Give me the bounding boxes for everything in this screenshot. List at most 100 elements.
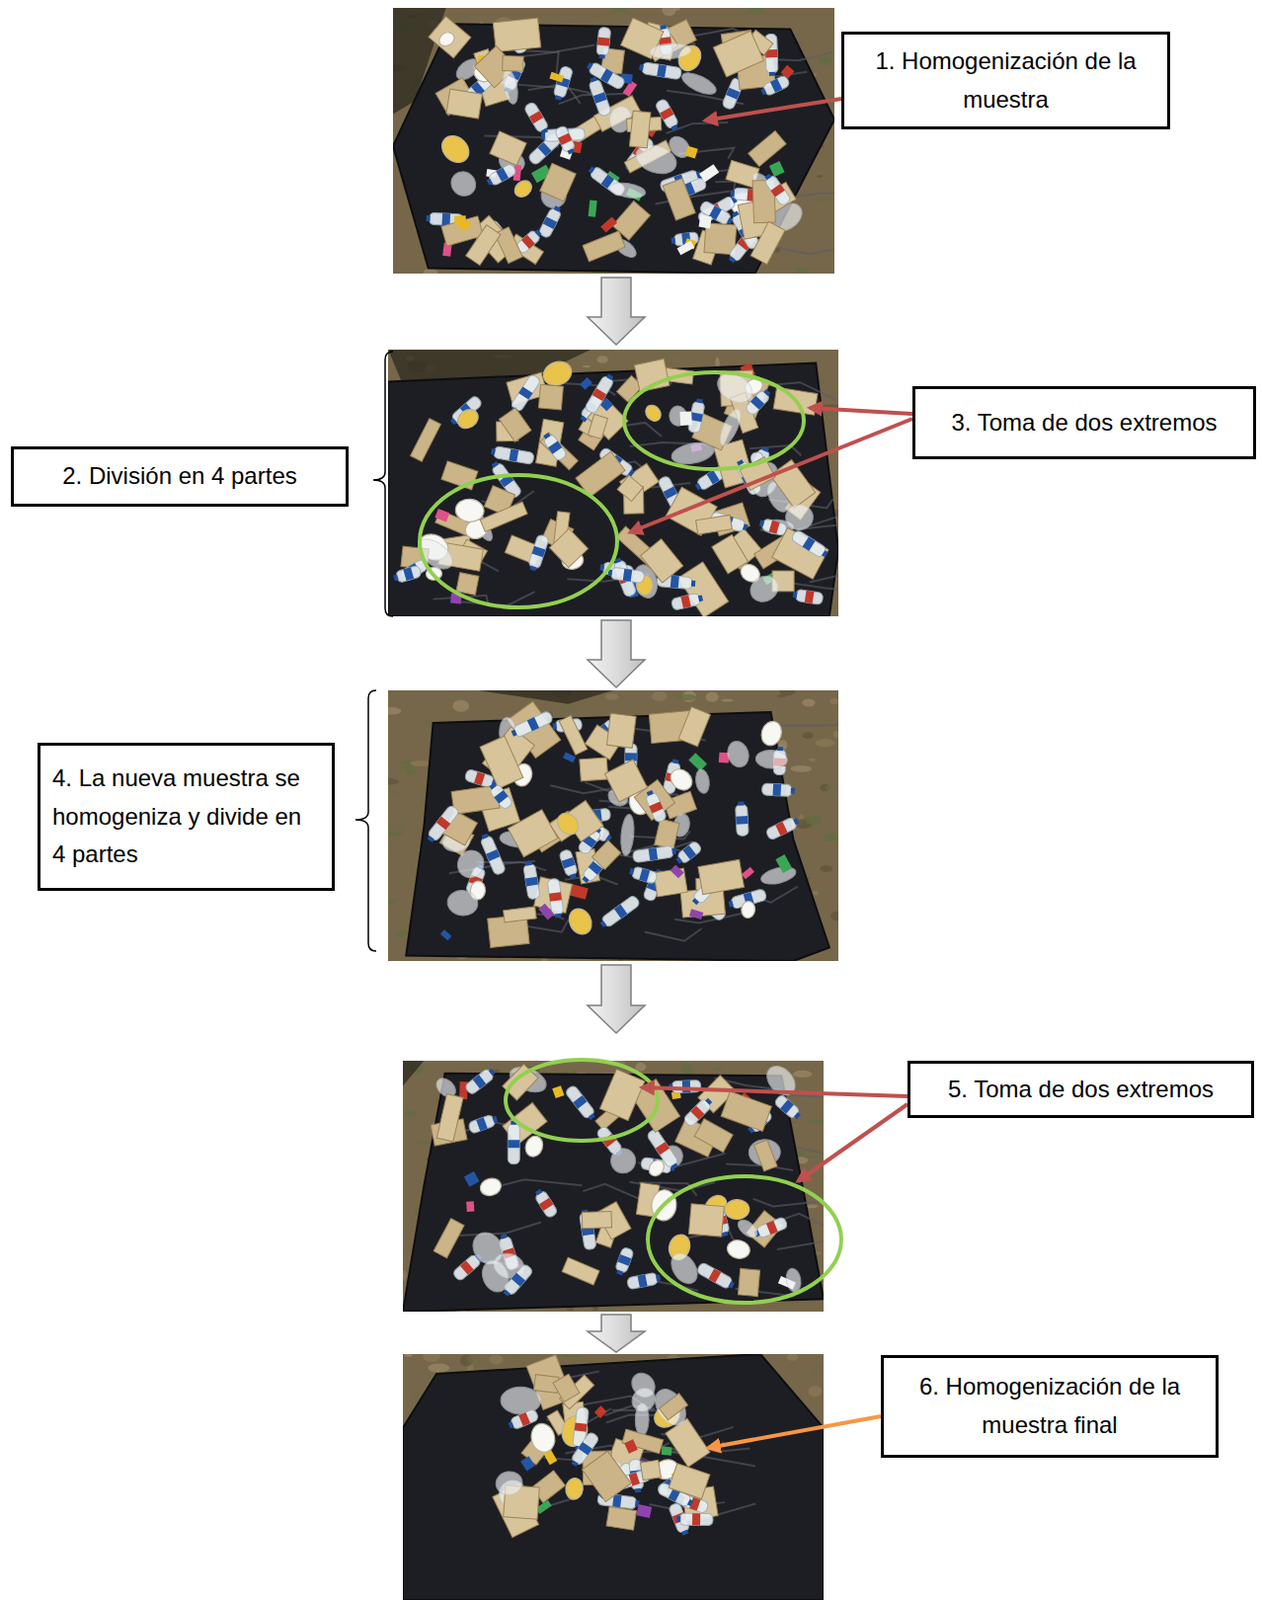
plate [477, 1176, 503, 1198]
bottle-body [534, 1189, 558, 1219]
soil-speck [651, 691, 667, 702]
cardboard-shape [654, 818, 680, 849]
cardboard-shape [466, 225, 501, 266]
bag-shape [494, 1469, 524, 1497]
bottle-cap [426, 215, 431, 222]
cardboard-piece [696, 514, 733, 535]
wrapper-shape [624, 1438, 638, 1454]
plate-shape [642, 401, 665, 424]
bottle-label [521, 235, 536, 249]
plate-shape [436, 130, 474, 168]
bottle-label [508, 448, 519, 462]
leader-arrow [641, 1087, 908, 1097]
cardboard-shape [629, 110, 651, 149]
cardboard-piece [558, 714, 588, 755]
wrapper-shape [781, 65, 795, 79]
wrapper [464, 1171, 480, 1187]
sheet-sheen [777, 246, 835, 255]
soil-speck [792, 1070, 813, 1078]
bottle [468, 1112, 500, 1134]
soil-speck [415, 1140, 433, 1145]
bottle-body [558, 848, 579, 877]
plate-shape [436, 29, 457, 50]
bottle-cap [792, 817, 799, 825]
callout-label: 6. Homogenización de la muestra final [895, 1367, 1204, 1445]
bottle-label [518, 386, 533, 399]
soil-speck [404, 1109, 417, 1117]
cardboard-piece [538, 384, 563, 410]
bottle-cap [553, 205, 561, 212]
bottle-label [543, 216, 557, 230]
bottle-cap [764, 173, 772, 181]
bag-shape [446, 888, 480, 918]
cardboard-shape [748, 130, 787, 166]
leader-arrow [809, 407, 913, 414]
selection-ellipse [419, 474, 618, 608]
wrapper [685, 146, 699, 159]
bottle-body [679, 1512, 713, 1526]
tree-shadow [402, 1060, 424, 1086]
soil-speck [720, 699, 733, 703]
plate [758, 718, 786, 749]
soil-speck [402, 1270, 407, 1281]
bottle-label [637, 1273, 648, 1287]
bottle [676, 1512, 713, 1526]
bag-shape [694, 768, 711, 794]
cardboard-piece [737, 1267, 760, 1296]
bottle-label [750, 395, 765, 410]
bottle-body [552, 65, 574, 99]
cardboard-piece [456, 572, 479, 596]
plate [642, 401, 665, 424]
wrapper [661, 1445, 673, 1455]
bottle-label [561, 857, 576, 868]
plate [552, 808, 583, 839]
selection-rings [419, 372, 842, 1303]
bottle-cap [481, 833, 489, 840]
bottle [507, 1120, 520, 1165]
bottle-cap [599, 54, 606, 60]
cardboard-shape [552, 1373, 580, 1402]
plastic-bag [648, 1383, 693, 1431]
callout-box: 2. División en 4 partes [10, 446, 349, 507]
bottle-label [612, 1494, 622, 1507]
bottle-cap [503, 1289, 511, 1297]
soil-speck [582, 365, 592, 368]
bottle-body [538, 207, 562, 239]
plastic-bag [785, 1266, 803, 1293]
bottle [424, 803, 460, 845]
cardboard-shape [737, 1267, 760, 1296]
soil-speck [787, 1353, 799, 1361]
plate [528, 1420, 557, 1455]
bottle-cap [671, 236, 677, 243]
sheet-sheen [778, 722, 839, 726]
bottle-label [775, 821, 788, 836]
wrapper [679, 410, 692, 425]
bottle-body [588, 78, 613, 118]
bottle-cap [821, 550, 829, 557]
wrapper-shape [661, 1445, 673, 1455]
bottle-body [744, 389, 772, 416]
cardboard-shape [410, 418, 442, 463]
wrapper-shape [562, 752, 576, 764]
bottle [464, 1065, 497, 1096]
leader-arrow [797, 1104, 908, 1182]
cardboard-shape [617, 474, 643, 501]
bottle-cap [580, 415, 588, 423]
soil-speck [808, 1385, 823, 1397]
soil-speck [801, 699, 815, 708]
bag-shape [500, 68, 521, 105]
bottle [553, 125, 577, 157]
bottle-cap [616, 1269, 624, 1276]
bottle-body [523, 863, 541, 900]
bottle-cap [427, 835, 435, 843]
soil-speck [427, 1363, 450, 1373]
soil-speck [830, 911, 839, 922]
plastic-bag [679, 68, 720, 98]
bag-shape [785, 1266, 803, 1293]
brace [355, 690, 377, 951]
bottle-body [464, 768, 495, 789]
wrapper-shape [688, 752, 708, 772]
plate-shape [564, 904, 596, 939]
bottle-cap [606, 373, 614, 381]
soil-speck [388, 898, 397, 903]
